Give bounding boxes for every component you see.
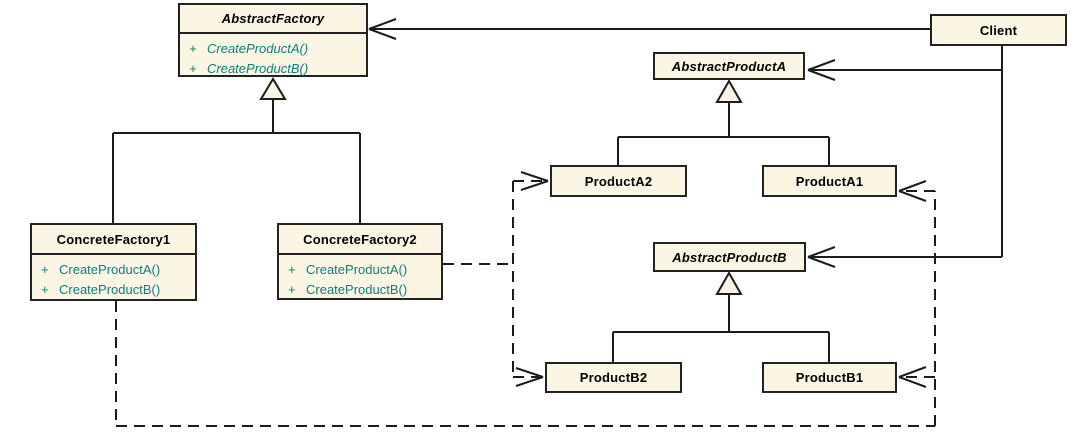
association-client-to-abstractproducts <box>807 46 1003 268</box>
class-methods: + CreateProductA() + CreateProductB() <box>32 253 195 299</box>
generalization-products-to-abstractproductb <box>612 270 830 362</box>
class-methods: + CreateProductA() + CreateProductB() <box>180 32 366 78</box>
class-concrete-factory1: ConcreteFactory1 + CreateProductA() + Cr… <box>30 223 197 301</box>
method-visibility: + <box>41 261 49 277</box>
method-name: CreateProductA() <box>59 261 161 277</box>
class-title: ConcreteFactory2 <box>303 231 417 247</box>
class-abstract-product-b: AbstractProductB <box>653 242 806 272</box>
association-client-to-abstractfactory <box>368 18 930 40</box>
method-row: + CreateProductA() <box>32 259 195 279</box>
class-product-b1: ProductB1 <box>762 362 897 393</box>
generalization-factories-to-abstractfactory <box>112 77 361 223</box>
method-name: CreateProductA() <box>207 40 309 56</box>
class-title: AbstractProductA <box>671 58 787 74</box>
method-name: CreateProductB() <box>207 60 309 76</box>
class-methods: + CreateProductA() + CreateProductB() <box>279 253 441 299</box>
class-product-a2: ProductA2 <box>550 165 687 197</box>
class-title: Client <box>979 22 1018 38</box>
method-name: CreateProductA() <box>306 261 408 277</box>
class-title: ProductB2 <box>579 370 648 385</box>
generalization-products-to-abstractproducta <box>617 78 830 165</box>
method-row: + CreateProductA() <box>180 38 366 58</box>
class-title: ProductA2 <box>584 173 653 189</box>
method-visibility: + <box>288 261 296 277</box>
method-visibility: + <box>189 40 197 56</box>
class-abstract-product-a: AbstractProductA <box>653 52 805 80</box>
class-client: Client <box>930 14 1067 46</box>
class-title: AbstractFactory <box>221 11 325 26</box>
dependency-concretefactory2-to-products <box>443 171 549 387</box>
method-visibility: + <box>189 60 197 76</box>
dependency-concretefactory1-to-products <box>115 180 936 427</box>
class-product-b2: ProductB2 <box>545 362 682 393</box>
method-visibility: + <box>288 281 296 297</box>
class-title: AbstractProductB <box>672 249 787 265</box>
method-row: + CreateProductB() <box>279 279 441 299</box>
class-title: ProductB1 <box>795 370 864 385</box>
class-title: ProductA1 <box>795 173 864 189</box>
method-name: CreateProductB() <box>306 281 408 297</box>
method-row: + CreateProductB() <box>180 58 366 78</box>
class-title: ConcreteFactory1 <box>56 231 171 247</box>
class-concrete-factory2: ConcreteFactory2 + CreateProductA() + Cr… <box>277 223 443 300</box>
method-row: + CreateProductB() <box>32 279 195 299</box>
class-product-a1: ProductA1 <box>762 165 897 197</box>
method-row: + CreateProductA() <box>279 259 441 279</box>
method-name: CreateProductB() <box>59 281 161 297</box>
method-visibility: + <box>41 281 49 297</box>
class-abstract-factory: AbstractFactory + CreateProductA() + Cre… <box>178 3 368 77</box>
